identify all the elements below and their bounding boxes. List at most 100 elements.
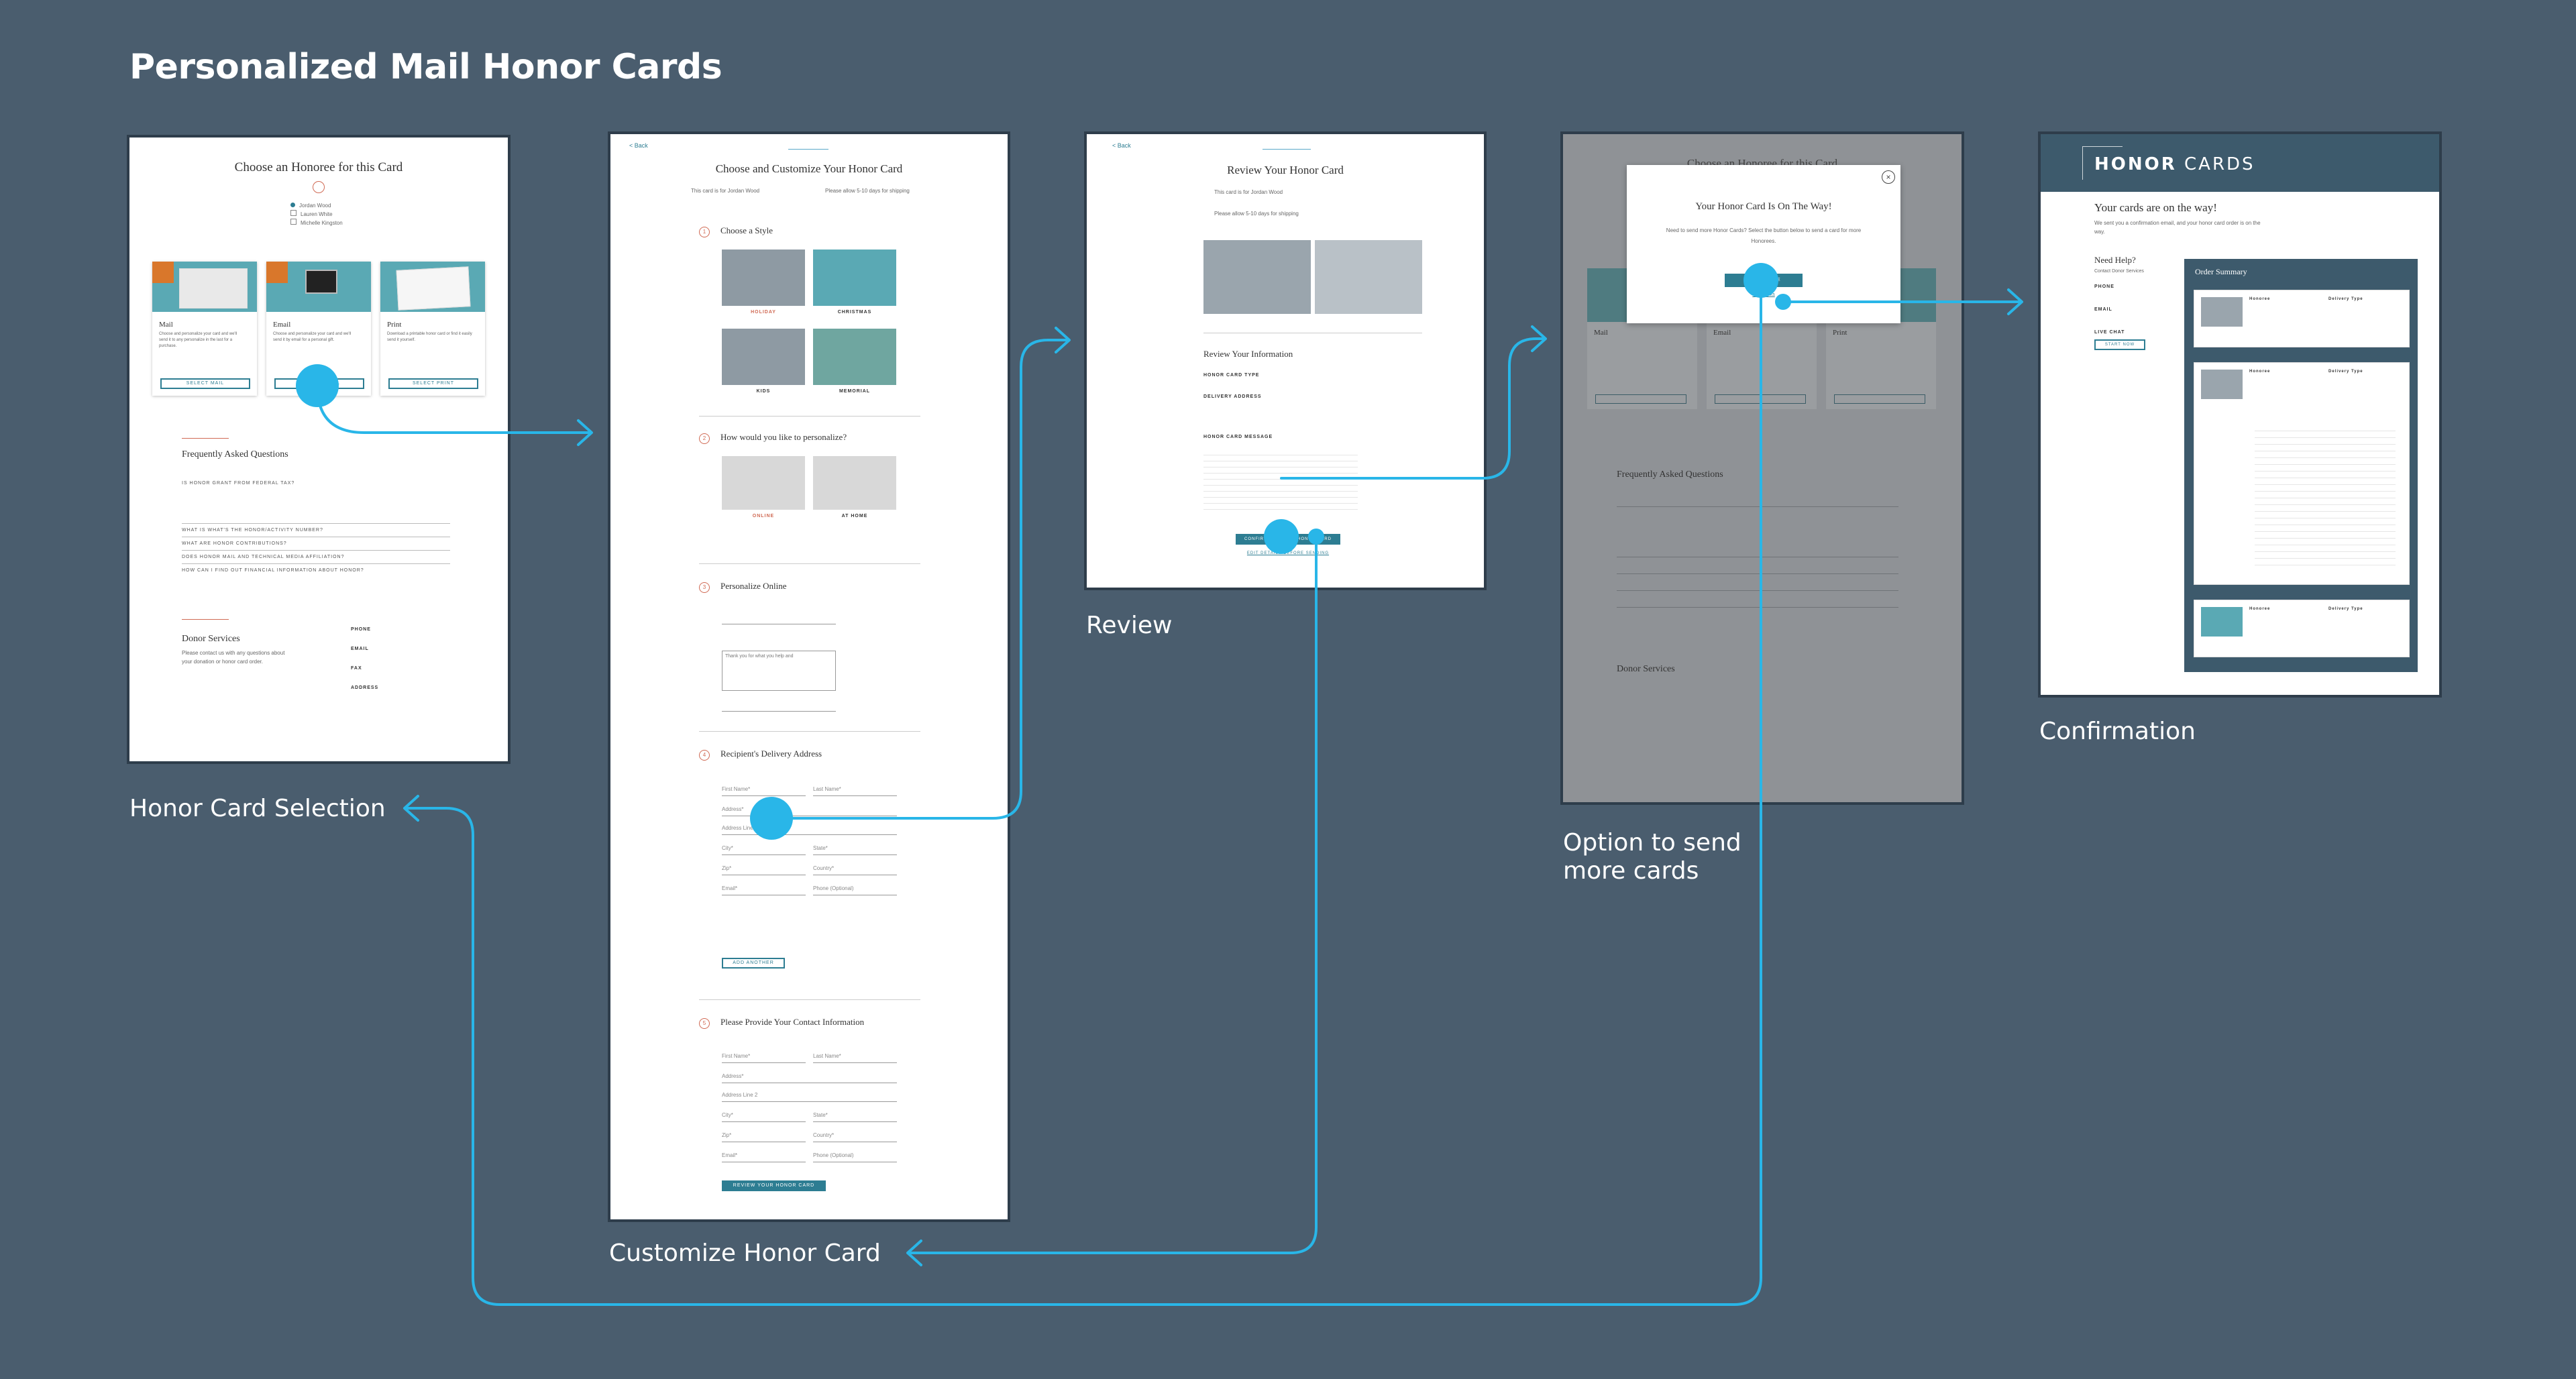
style-memorial[interactable]: [813, 329, 896, 385]
faq-divider: [1617, 607, 1898, 608]
faq-divider: [182, 550, 450, 551]
honoree-option[interactable]: Jordan Wood: [290, 201, 343, 210]
address-field[interactable]: Address*: [722, 1073, 897, 1083]
summary-label: Honoree: [2249, 297, 2271, 301]
honoree-line: This card is for Jordan Wood: [1214, 189, 1283, 195]
personalize-label: ONLINE: [752, 514, 775, 518]
arrowhead: [1531, 325, 1547, 352]
style-kids[interactable]: [722, 329, 805, 385]
divider: [699, 563, 920, 564]
city-field[interactable]: City*: [722, 845, 806, 855]
arrow-edit-to-customize: [908, 535, 1318, 1254]
help-title: Need Help?: [2094, 255, 2136, 265]
faq-item[interactable]: IS HONOR GRANT FROM FEDERAL TAX?: [182, 481, 295, 486]
faq-divider: [1617, 573, 1898, 574]
email-field[interactable]: Email*: [722, 1152, 806, 1162]
personalize-at-home[interactable]: [813, 456, 896, 510]
honoree-option[interactable]: Michelle Kingston: [290, 219, 343, 227]
divider: [699, 416, 920, 417]
tap-indicator: [1264, 519, 1299, 554]
customize-heading: Choose and Customize Your Honor Card: [715, 162, 903, 175]
step-number: 3: [699, 582, 710, 593]
faq-item[interactable]: HOW CAN I FIND OUT FINANCIAL INFORMATION…: [182, 568, 364, 573]
section-title: Choose a Style: [720, 225, 773, 235]
faq-divider: [1617, 590, 1898, 591]
message-textarea[interactable]: Thank you for what you help and: [722, 651, 836, 691]
summary-title: Order Summary: [2195, 267, 2247, 276]
signature-field[interactable]: [722, 702, 836, 712]
caption-selection: Honor Card Selection: [129, 795, 386, 822]
review-button[interactable]: REVIEW YOUR HONOR CARD: [722, 1180, 826, 1191]
edit-link[interactable]: EDIT DETAILS BEFORE SENDING: [1246, 551, 1330, 555]
add-another-button[interactable]: ADD ANOTHER: [722, 958, 785, 969]
selection-heading: Choose an Honoree for this Card: [234, 160, 403, 174]
zip-field[interactable]: Zip*: [722, 865, 806, 875]
arrowhead: [906, 1239, 922, 1266]
style-christmas[interactable]: [813, 250, 896, 306]
summary-label: Delivery Type: [2328, 607, 2363, 611]
modal-text: Need to send more Honor Cards? Select th…: [1666, 227, 1862, 244]
step-number: 2: [699, 433, 710, 444]
first-name-field[interactable]: First Name*: [722, 1053, 806, 1063]
close-icon[interactable]: ×: [1882, 170, 1895, 184]
card-print[interactable]: Print Download a printable honor card or…: [380, 262, 485, 396]
tap-indicator: [296, 364, 339, 407]
back-link[interactable]: < Back: [629, 142, 648, 149]
email-field[interactable]: Email*: [722, 885, 806, 895]
bg-donor-title: Donor Services: [1617, 664, 1675, 674]
select-print-button[interactable]: SELECT PRINT: [388, 378, 478, 389]
faq-item[interactable]: DOES HONOR MAIL AND TECHNICAL MEDIA AFFI…: [182, 555, 345, 559]
card-name: Print: [387, 321, 402, 329]
contact-block: PHONE EMAIL FAX ADDRESS: [351, 627, 378, 690]
personalize-online[interactable]: [722, 456, 805, 510]
honoree-option[interactable]: Lauren White: [290, 210, 343, 219]
address2-field[interactable]: Address Line 2: [722, 825, 897, 835]
order-item: Honoree Delivery Type: [2194, 600, 2410, 657]
style-label: HOLIDAY: [751, 310, 776, 315]
style-holiday[interactable]: [722, 250, 805, 306]
faq-item[interactable]: WHAT ARE HONOR CONTRIBUTIONS?: [182, 541, 287, 546]
country-field[interactable]: Country*: [813, 865, 897, 875]
state-field[interactable]: State*: [813, 845, 897, 855]
arrow-customize-to-review: [770, 339, 1069, 820]
city-field[interactable]: City*: [722, 1112, 806, 1122]
review-heading: Review Your Honor Card: [1227, 164, 1344, 176]
last-name-field[interactable]: Last Name*: [813, 1053, 897, 1063]
style-label: KIDS: [756, 389, 771, 394]
phone-field[interactable]: Phone (Optional): [813, 885, 897, 895]
caption-review: Review: [1086, 612, 1173, 639]
card-desc: Choose and personalize your card and we'…: [159, 332, 237, 348]
country-field[interactable]: Country*: [813, 1132, 897, 1142]
phone-field[interactable]: Phone (Optional): [813, 1152, 897, 1162]
tap-indicator-small: [1308, 529, 1324, 545]
step-number: 5: [699, 1018, 710, 1029]
top-accent: [1263, 149, 1311, 150]
select-mail-button[interactable]: SELECT MAIL: [160, 378, 250, 389]
top-accent: [788, 149, 828, 150]
faq-item[interactable]: WHAT IS WHAT'S THE HONOR/ACTIVITY NUMBER…: [182, 528, 323, 533]
address2-field[interactable]: Address Line 2: [722, 1092, 897, 1102]
donor-accent: [182, 619, 229, 620]
first-name-field[interactable]: First Name*: [722, 786, 806, 796]
card-mail[interactable]: Mail Choose and personalize your card an…: [152, 262, 257, 396]
recipient-name-field[interactable]: [722, 614, 836, 624]
honoree-icon: [313, 181, 325, 193]
order-summary-panel: Order Summary Honoree Delivery Type Hono…: [2184, 259, 2418, 672]
start-chat-button[interactable]: START NOW: [2094, 339, 2145, 350]
summary-label: Honoree: [2249, 370, 2271, 374]
caption-line: more cards: [1563, 857, 1699, 885]
state-field[interactable]: State*: [813, 1112, 897, 1122]
bg-faq-title: Frequently Asked Questions: [1617, 470, 1723, 480]
info-title: Review Your Information: [1203, 349, 1293, 359]
last-name-field[interactable]: Last Name*: [813, 786, 897, 796]
address-field[interactable]: Address*: [722, 806, 897, 816]
arrowhead: [403, 795, 419, 822]
screen-confirmation: HONOR CARDS Your cards are on the way! W…: [2041, 134, 2439, 695]
zip-field[interactable]: Zip*: [722, 1132, 806, 1142]
arrow-sendmore-to-selection: [405, 279, 1762, 1306]
summary-label: Honoree: [2249, 607, 2271, 611]
back-link[interactable]: < Back: [1112, 142, 1131, 149]
divider: [699, 999, 920, 1000]
card-name: Print: [1833, 329, 1847, 337]
honoree-line: This card is for Jordan Wood: [691, 188, 760, 194]
